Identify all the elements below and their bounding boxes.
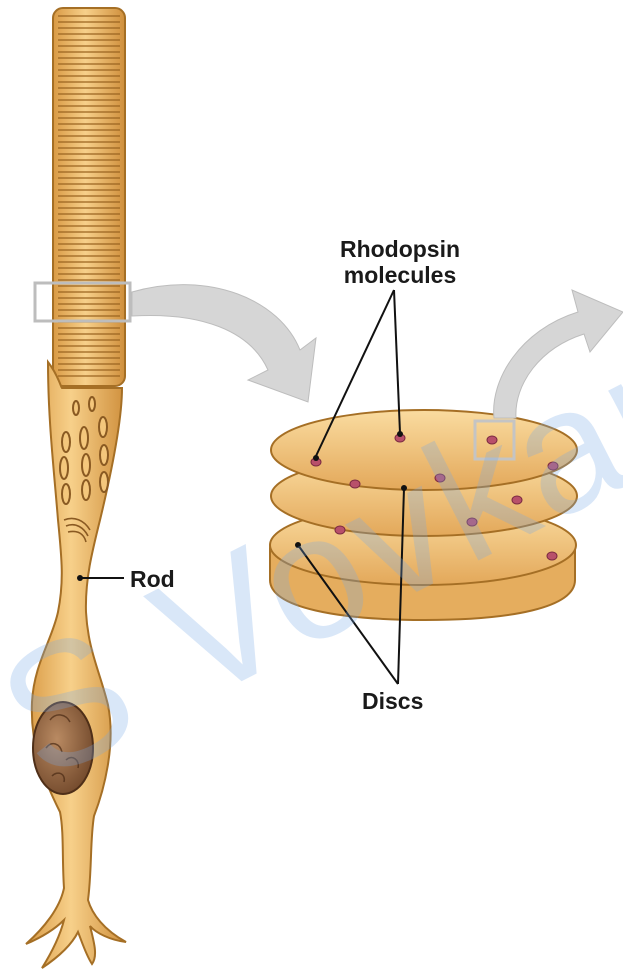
disc-stack bbox=[270, 410, 577, 620]
rhodopsin-label: Rhodopsin molecules bbox=[312, 236, 488, 288]
rod-label: Rod bbox=[130, 566, 175, 592]
arrow-to-discs bbox=[132, 285, 316, 402]
inner-segment bbox=[26, 362, 126, 968]
discs-label: Discs bbox=[362, 688, 423, 714]
outer-segment bbox=[53, 8, 125, 386]
arrow-to-molecule bbox=[494, 290, 623, 418]
